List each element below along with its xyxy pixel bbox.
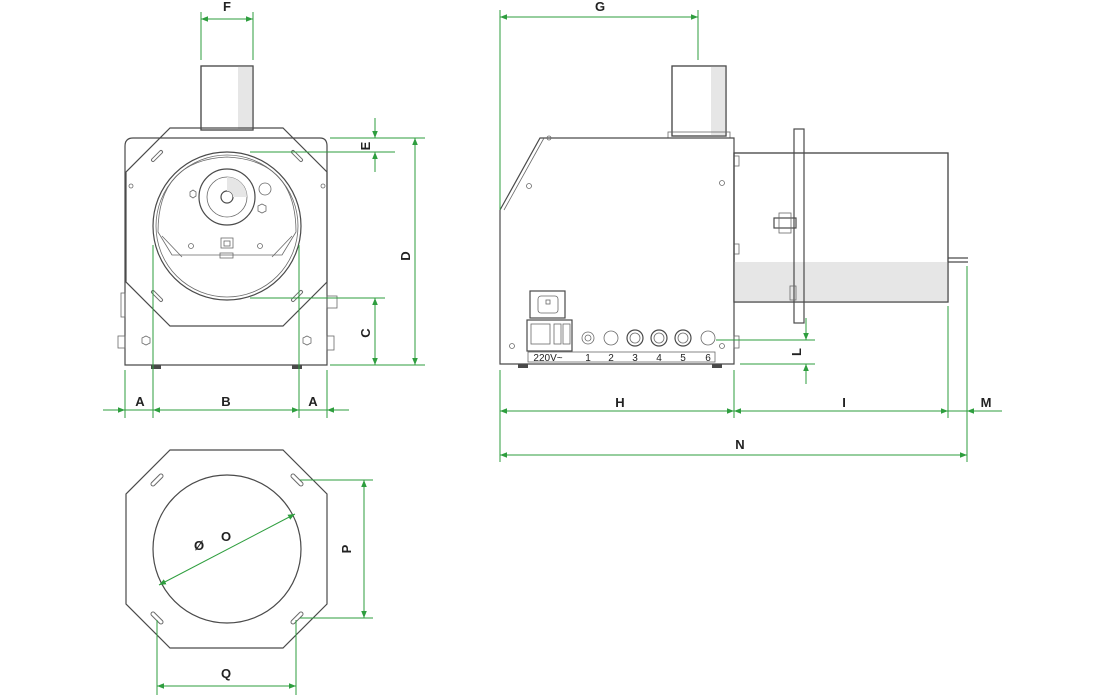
port-3 [626,329,644,347]
front-feed-circle [198,168,256,226]
switch-panel [526,319,573,352]
dim-label-d: D [398,251,413,260]
side-view: 220V~ 1 2 3 4 5 6 G L [499,0,1002,462]
port-label-6: 6 [705,353,711,364]
port-4 [650,329,668,347]
dim-label-e: E [358,141,373,150]
port-label-4: 4 [656,353,662,364]
dim-label-a-left: A [135,394,145,409]
port-2 [603,330,619,346]
dim-label-h: H [615,395,624,410]
port-1 [581,331,595,345]
flange-bore [152,474,302,624]
port-label-1: 1 [585,353,591,364]
dim-label-f: F [223,0,231,14]
port-6 [700,330,716,346]
port-5 [674,329,692,347]
front-housing [124,137,328,366]
flange-view: Ø O P Q [125,449,373,695]
diameter-symbol: Ø [194,538,204,553]
dim-label-l: L [789,348,804,356]
flange-plate [125,449,328,649]
port-label-5: 5 [680,353,686,364]
side-housing [499,137,735,365]
dim-label-q: Q [221,666,231,681]
dim-label-p: P [339,544,354,553]
dim-label-i: I [842,395,846,410]
front-burner-ring [152,151,302,301]
dim-label-c: C [358,328,373,338]
dim-label-g: G [595,0,605,14]
front-flange [125,127,328,327]
port-label-2: 2 [608,353,614,364]
dim-label-m: M [981,395,992,410]
dim-label-a-right: A [308,394,318,409]
port-label-3: 3 [632,353,638,364]
voltage-label: 220V~ [533,353,562,364]
dim-label-n: N [735,437,744,452]
power-socket [529,290,566,319]
dim-label-b: B [221,394,230,409]
dim-label-o: O [221,529,231,544]
front-view: F E D C A B A [103,0,425,418]
side-flange [793,128,805,324]
